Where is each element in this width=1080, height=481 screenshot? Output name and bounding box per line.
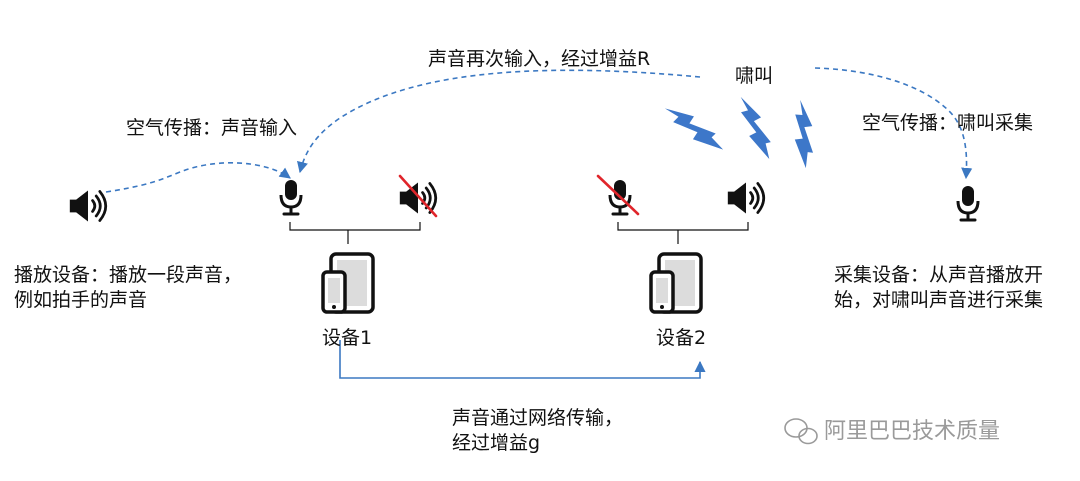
air-input-label: 空气传播：声音输入 [126, 117, 298, 139]
device2-icon [649, 252, 703, 314]
feedback-label: 声音再次输入，经过增益R [428, 48, 651, 70]
device1-icon [321, 252, 375, 314]
capture-mic-icon [956, 184, 980, 222]
lightning-icon-middle [735, 96, 775, 160]
watermark-text: 阿里巴巴技术质量 [824, 419, 1001, 444]
device1-speaker-strike-icon [398, 174, 438, 218]
network-label-line1: 声音通过网络传输， [452, 407, 624, 429]
device2-label: 设备2 [656, 327, 707, 349]
wechat-icon [784, 418, 818, 445]
air-capture-label: 空气传播：啸叫采集 [862, 112, 1034, 134]
device1-mic-icon [279, 178, 303, 216]
howl-label: 啸叫 [735, 65, 774, 87]
player-label-line2: 例如拍手的声音 [14, 289, 148, 311]
lightning-icon-right [775, 99, 831, 169]
device2-mic-strike-icon [596, 174, 640, 216]
device1-bracket [289, 222, 421, 244]
device1-label: 设备1 [322, 327, 373, 349]
network-arrow [339, 340, 706, 379]
feedback-arrow [297, 69, 701, 174]
capture-label-line1: 采集设备：从声音播放开 [834, 264, 1044, 286]
howl-capture-arrow [814, 67, 973, 180]
lightning-icon-left [664, 93, 724, 165]
air-input-arrow [105, 162, 291, 193]
player-speaker-icon [68, 189, 108, 223]
network-label-line2: 经过增益g [452, 432, 541, 454]
device2-speaker-icon [726, 181, 766, 215]
player-label-line1: 播放设备：播放一段声音， [14, 264, 243, 286]
capture-label-line2: 始，对啸叫声音进行采集 [834, 289, 1044, 311]
device2-bracket [617, 222, 749, 244]
